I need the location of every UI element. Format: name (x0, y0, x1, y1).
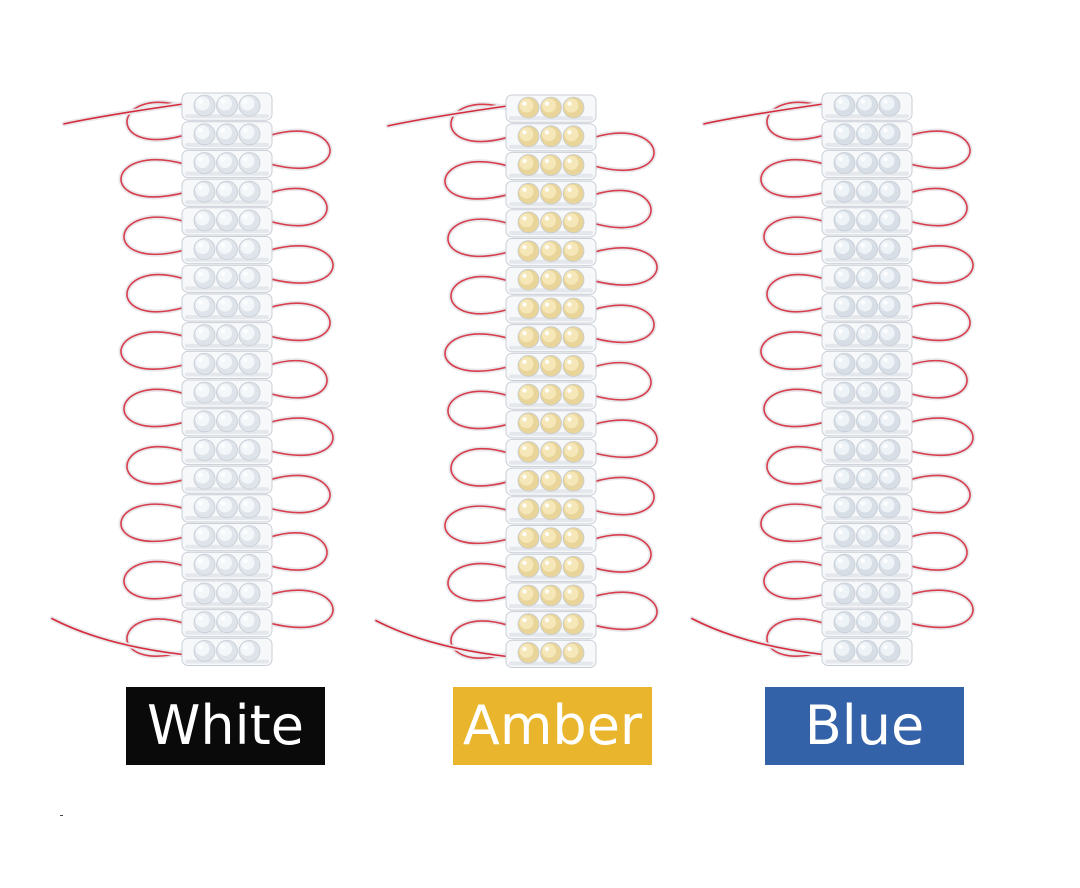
wire-loops-amber (373, 101, 660, 661)
led-module (181, 436, 273, 466)
led-module (505, 611, 597, 640)
led-module (505, 209, 597, 238)
led-module (181, 551, 273, 580)
label-white-text: White (146, 694, 305, 757)
led-module (505, 123, 597, 152)
led-module (821, 551, 913, 580)
led-module (181, 207, 273, 236)
led-module (505, 295, 597, 324)
label-blue: Blue (765, 687, 964, 765)
led-module (505, 151, 597, 181)
led-module (505, 553, 597, 582)
led-module (821, 609, 913, 638)
led-module (821, 465, 913, 494)
led-module (821, 494, 913, 523)
led-module (821, 149, 913, 179)
led-module (181, 350, 273, 379)
led-module (181, 580, 273, 609)
led-module (505, 410, 597, 439)
led-module (505, 324, 597, 353)
led-module (821, 264, 913, 293)
label-white: White (126, 687, 325, 765)
led-module (181, 494, 273, 523)
led-string-blue (689, 92, 976, 666)
led-module (821, 436, 913, 466)
led-module (821, 523, 913, 552)
label-amber: Amber (453, 687, 652, 765)
led-module (181, 236, 273, 265)
led-module (505, 238, 597, 267)
stray-dot (60, 815, 63, 816)
led-module (181, 92, 273, 121)
label-amber-text: Amber (462, 694, 643, 757)
led-module (821, 408, 913, 437)
led-module (505, 525, 597, 554)
wire-loops-white (49, 99, 336, 659)
led-module (181, 149, 273, 179)
led-module (821, 121, 913, 150)
led-module (181, 523, 273, 552)
led-string-white (49, 92, 336, 666)
led-module (505, 582, 597, 611)
led-module (181, 465, 273, 494)
led-module (181, 178, 273, 207)
led-module (181, 322, 273, 351)
led-module (821, 178, 913, 207)
led-module (181, 637, 273, 666)
led-module (505, 180, 597, 209)
led-module (821, 580, 913, 609)
led-module (821, 322, 913, 351)
led-module (821, 92, 913, 121)
led-module (821, 350, 913, 379)
led-module (505, 381, 597, 410)
led-module (821, 379, 913, 408)
led-module (181, 264, 273, 293)
led-string-amber (373, 94, 660, 668)
led-module (505, 639, 597, 668)
led-module (821, 236, 913, 265)
wire-loops-blue (689, 99, 976, 659)
label-blue-text: Blue (804, 694, 925, 757)
led-module (505, 496, 597, 525)
led-module (181, 293, 273, 322)
led-module (181, 408, 273, 437)
led-module (505, 266, 597, 295)
led-module (821, 293, 913, 322)
led-module (181, 121, 273, 150)
led-module (505, 438, 597, 468)
led-module (821, 637, 913, 666)
led-module (505, 352, 597, 381)
led-module (505, 467, 597, 496)
led-module (505, 94, 597, 123)
led-module (181, 609, 273, 638)
led-module (181, 379, 273, 408)
led-module (821, 207, 913, 236)
